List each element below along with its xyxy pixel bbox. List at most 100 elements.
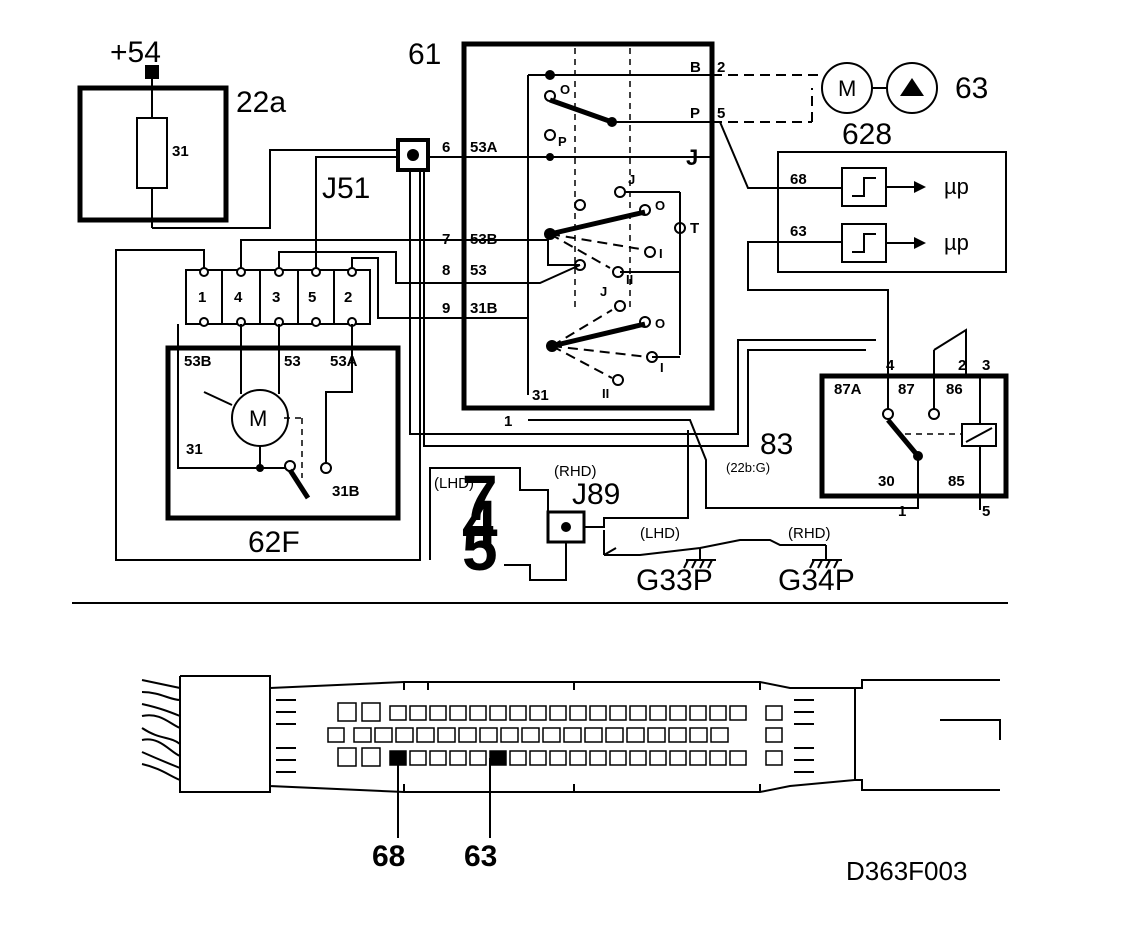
relay-pin-87a: 87A <box>834 381 862 398</box>
lhd-label-1: (LHD) <box>434 475 474 492</box>
connector-pin <box>605 727 624 743</box>
wire-9-label: 9 <box>442 300 450 317</box>
wire-1-label: 1 <box>504 413 512 430</box>
unit-62f <box>165 345 401 521</box>
fuse-element <box>136 117 168 189</box>
ground-g34p-label: G34P <box>778 564 855 597</box>
connector-pin <box>489 705 507 721</box>
connector-pin <box>649 750 667 766</box>
ecu-input-box <box>777 151 1007 273</box>
pin-label-4: 4 <box>234 289 243 306</box>
relay-num-5: 5 <box>982 503 990 520</box>
fuse-pin-label: 31 <box>172 143 189 160</box>
rhd-label-2: (RHD) <box>788 525 831 542</box>
connector-pin <box>429 750 447 766</box>
connector-pin <box>458 727 477 743</box>
connector-pin <box>647 727 666 743</box>
connector-pin <box>689 750 707 766</box>
switch-pos-ii2: II <box>626 272 633 287</box>
connector-pin <box>409 750 427 766</box>
relay-pin-30: 30 <box>878 473 895 490</box>
connector-pin <box>584 727 603 743</box>
connector-pin <box>563 727 582 743</box>
ground-g33p-label: G33P <box>636 564 713 597</box>
connector-pin <box>416 727 435 743</box>
switch-pos-j2: J <box>628 172 635 187</box>
wire-8-code: 53 <box>470 262 487 279</box>
connector-pin <box>729 750 747 766</box>
rhd-label-1: (RHD) <box>554 463 597 480</box>
connector-pin <box>449 750 467 766</box>
connector-pin <box>500 727 519 743</box>
motor-m-label: M <box>838 76 856 101</box>
ecu-input-63-label: 63 <box>790 223 807 240</box>
sensor-ref-label: 628 <box>842 118 892 151</box>
overlay-digit-7: 7 <box>462 462 498 534</box>
connector-pin <box>409 705 427 721</box>
connector-large-pin <box>361 747 381 767</box>
supply-label: +54 <box>110 36 161 69</box>
unit-62f-31b: 31B <box>332 483 360 500</box>
connector-pin <box>765 750 783 766</box>
relay-num-4: 4 <box>886 357 895 374</box>
connector-pin <box>395 727 414 743</box>
connector-pin-highlighted <box>489 750 507 766</box>
connector-pin <box>710 727 729 743</box>
switch-pos-o3: O <box>655 316 665 331</box>
connector-pin <box>509 705 527 721</box>
connector-pin <box>374 727 393 743</box>
wire-9-code: 31B <box>470 300 498 317</box>
wire-31-label: 31 <box>532 387 549 404</box>
ecu-out-1: µp <box>944 174 969 199</box>
switch-pos-o1: O <box>560 82 570 97</box>
wire-b-num: 2 <box>717 59 725 76</box>
connector-pin <box>629 705 647 721</box>
connector-side-tabs-left <box>276 699 296 773</box>
ground-symbol-g33p <box>683 548 716 569</box>
wire-6-code: 53A <box>470 139 498 156</box>
connector-pin <box>429 705 447 721</box>
ecu-input-68-label: 68 <box>790 171 807 188</box>
connector-pin <box>542 727 561 743</box>
switch-pos-i2: I <box>659 246 663 261</box>
connector-pin <box>569 705 587 721</box>
ecu-pin-grid <box>327 702 783 767</box>
connector-pin <box>469 750 487 766</box>
connector-side-tabs-right <box>794 699 814 773</box>
connector-pin <box>609 705 627 721</box>
relay-num-3: 3 <box>982 357 990 374</box>
connector-pin <box>479 727 498 743</box>
supply-terminal <box>145 65 159 79</box>
unit-62f-31: 31 <box>186 441 203 458</box>
unit-62f-53a: 53A <box>330 353 358 370</box>
fuse-box-label: 22a <box>236 86 286 119</box>
unit-62f-53: 53 <box>284 353 301 370</box>
connector-pin <box>765 705 783 721</box>
connector-pin <box>689 705 707 721</box>
connector-pin <box>549 705 567 721</box>
connector-pin <box>327 727 345 743</box>
motor-ref-label: 63 <box>955 72 988 105</box>
connector-large-pin <box>337 702 357 722</box>
switch-pos-i3: I <box>660 360 664 375</box>
connector-pin <box>668 727 687 743</box>
connector-large-pin <box>337 747 357 767</box>
harness-wires <box>141 679 181 781</box>
connector-pin-68-label: 68 <box>372 840 405 873</box>
wire-6-label: 6 <box>442 139 450 156</box>
connector-pin <box>689 727 708 743</box>
pin-label-1: 1 <box>198 289 206 306</box>
connector-pin <box>353 727 372 743</box>
lhd-label-2: (LHD) <box>640 525 680 542</box>
overlay-digit-5: 5 <box>462 512 498 584</box>
connector-pin <box>629 750 647 766</box>
fuse-box-22a <box>77 85 229 223</box>
connector-pin <box>389 705 407 721</box>
connector-pin <box>469 705 487 721</box>
switch-pos-j1: J <box>686 145 698 170</box>
relay-num-1: 1 <box>898 503 906 520</box>
drawing-code: D363F003 <box>846 856 967 886</box>
connector-large-pin <box>361 702 381 722</box>
switch-pos-o2: O <box>655 198 665 213</box>
